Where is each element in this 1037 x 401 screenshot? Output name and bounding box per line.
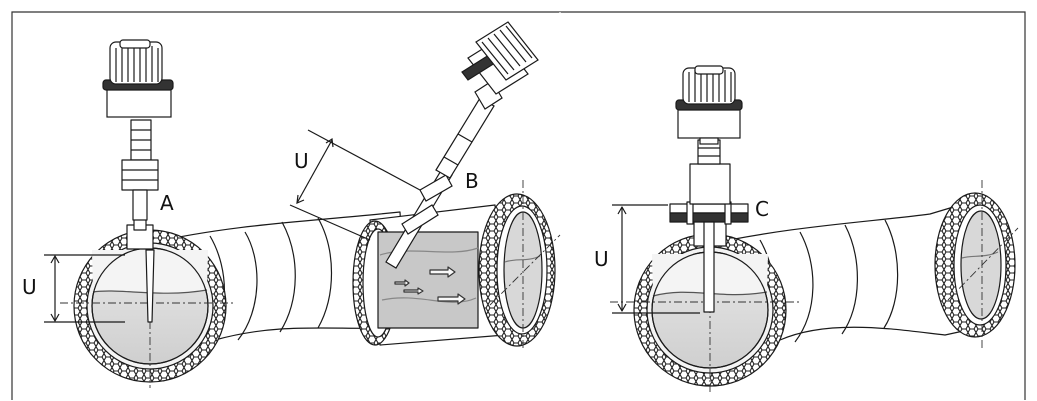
label-b: B [465, 169, 479, 193]
u-dimension-right [612, 204, 700, 314]
flange-upper [669, 203, 749, 214]
sensor-probe-middle [385, 21, 539, 269]
flange-lower [669, 212, 749, 223]
u-dimension-middle [289, 129, 421, 241]
label-a: A [160, 191, 174, 215]
label-c: C [755, 197, 769, 221]
sensor-head-left [102, 39, 174, 118]
right-pipe-assembly [610, 139, 1019, 392]
label-u-left: U [22, 275, 37, 299]
sensor-head-right [675, 65, 743, 145]
frame [11, 11, 1026, 400]
left-pipe-assembly [44, 119, 561, 388]
label-u-middle: U [294, 149, 309, 173]
u-dimension-left [44, 254, 125, 323]
label-u-right: U [594, 247, 609, 271]
